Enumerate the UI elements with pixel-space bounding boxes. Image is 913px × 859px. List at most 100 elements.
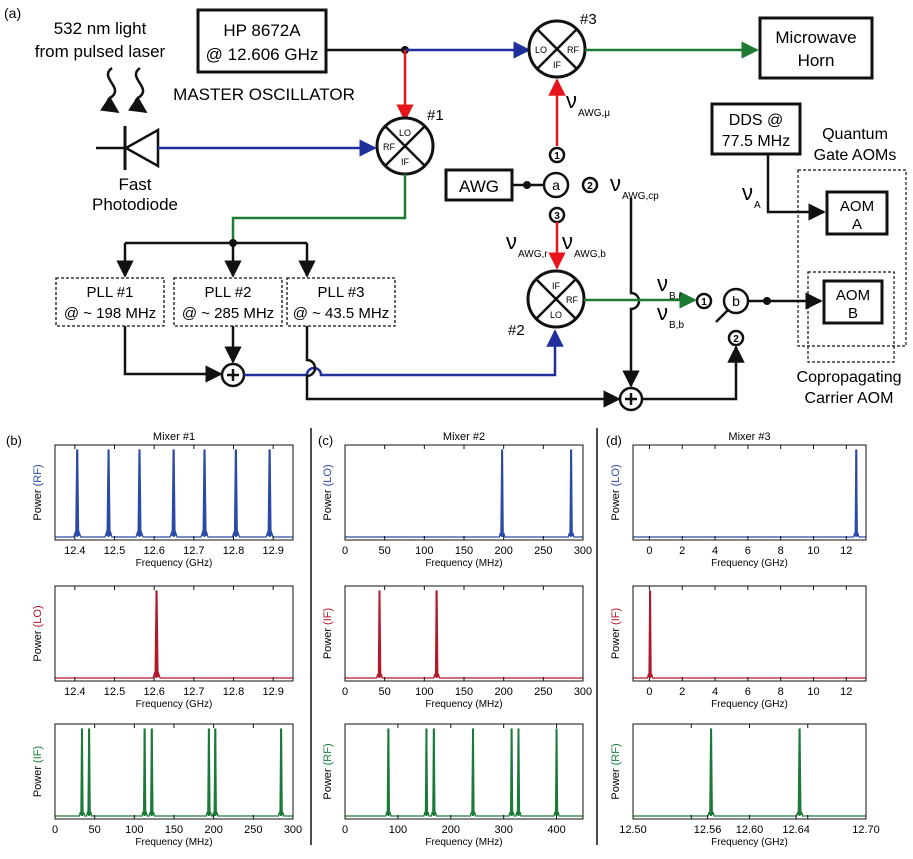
nu-awg-b-label: ν [562,229,573,254]
spectrum-trace [345,449,583,538]
pll1-box [55,277,165,327]
panel-label: (d) [606,433,622,448]
dds-box [710,102,802,156]
mixer-1: LO RF IF [375,116,435,176]
y-axis-label: Power (LO) [322,464,334,520]
panel-label-a: (a) [4,5,21,21]
x-tick-label: 200 [442,824,460,836]
x-tick-label: 100 [389,824,407,836]
photodiode-label-line2: Photodiode [92,195,178,214]
plot-frame [632,585,867,682]
switch-b-lever [715,309,729,323]
x-tick-label: 100 [125,824,143,836]
x-tick-label: 200 [494,686,512,698]
aom-b-label-line2: B [848,305,858,322]
x-tick-label: 10 [807,686,819,698]
plot-frame [54,444,294,541]
x-tick-label: 200 [204,824,222,836]
chart-title: Mixer #3 [728,431,770,443]
x-axis-label: Frequency (MHz) [425,558,502,569]
x-tick-label: 12.7 [183,686,204,698]
quantum-label-line1: Quantum [822,126,888,143]
nu-awg-cp-sub: AWG,cp [622,191,659,202]
x-tick-label: 12.60 [736,824,764,836]
pll1-label-line2: @ ~ 198 MHz [64,305,156,322]
nu-br-label: ν [657,271,668,296]
hp-oscillator-box [196,8,328,74]
x-tick-label: 300 [284,824,302,836]
x-tick-label: 12.9 [262,545,283,557]
x-tick-label: 0 [646,686,652,698]
x-tick-label: 4 [712,686,718,698]
quantum-gate-group [797,169,907,347]
y-axis-label: Power (RF) [322,743,334,799]
x-tick-label: 0 [342,545,348,557]
x-tick-label: 250 [534,686,552,698]
aom-a-box [825,190,889,236]
nu-a-sub: A [754,200,761,211]
switch-a-label: a [552,177,560,193]
switch-b-label: b [732,293,740,309]
horn-label-line1: Microwave [775,28,856,47]
mixer2-if-label: IF [552,281,561,291]
y-axis-label: Power (IF) [32,746,44,797]
quantum-label-line2: Gate AOMs [814,147,897,164]
panel-label: (b) [6,433,22,448]
x-tick-label: 0 [342,824,348,836]
mixer3-number: #3 [580,11,597,28]
aom-b-box [822,279,884,325]
block-diagram: (a) 532 nm light from pulsed laser Fast … [4,5,907,412]
y-axis-label: Power (LO) [32,605,44,661]
x-tick-label: 12.6 [143,545,164,557]
plot-frame [344,723,584,820]
y-axis-label: Power (RF) [610,743,622,799]
x-tick-label: 6 [745,686,751,698]
x-tick-label: 2 [679,545,685,557]
summer-1 [220,362,246,388]
x-tick-label: 12.56 [694,824,722,836]
wire-sum2-switch-b [642,345,745,401]
mixer1-number: #1 [427,107,444,124]
photodiode-symbol [96,126,160,170]
x-tick-label: 150 [165,824,183,836]
x-tick-label: 12 [840,686,852,698]
spectrum-trace [55,590,293,679]
pll3-box [286,277,396,327]
nu-awg-mu-sub: AWG,μ [578,108,610,119]
nu-bb-label: ν [657,300,668,325]
switch-b-port1-label: 1 [701,297,707,308]
light-ray-1 [100,66,120,114]
mixer3-lo-label: LO [535,45,547,55]
x-tick-label: 50 [379,545,391,557]
y-axis-label: Power (RF) [32,464,44,520]
switch-a-port1 [548,146,566,164]
awg-label: AWG [459,177,499,196]
pll1-label-line1: PLL #1 [87,284,134,301]
mixer-3: LO RF IF [527,19,587,79]
x-tick-label: 12.70 [852,824,880,836]
microwave-horn-box [758,16,874,80]
pll3-label-line1: PLL #3 [318,284,365,301]
chart-title: Mixer #1 [153,431,195,443]
pll2-label-line2: @ ~ 285 MHz [182,305,274,322]
x-tick-label: 250 [534,545,552,557]
aom-b-label-line1: AOM [836,287,870,304]
x-tick-label: 100 [415,686,433,698]
wire-pll1-sum1 [123,326,223,383]
x-tick-label: 200 [494,545,512,557]
spectrum-trace [345,590,583,679]
x-tick-label: 2 [679,686,685,698]
copro-label-line2: Carrier AOM [805,390,894,407]
mixer1-if-label: IF [401,157,410,167]
nu-awg-cp-label: ν [610,171,621,196]
mixer1-rf-label: RF [383,142,395,152]
laser-label-line2: from pulsed laser [35,42,166,61]
x-axis-label: Frequency (GHz) [711,699,788,710]
